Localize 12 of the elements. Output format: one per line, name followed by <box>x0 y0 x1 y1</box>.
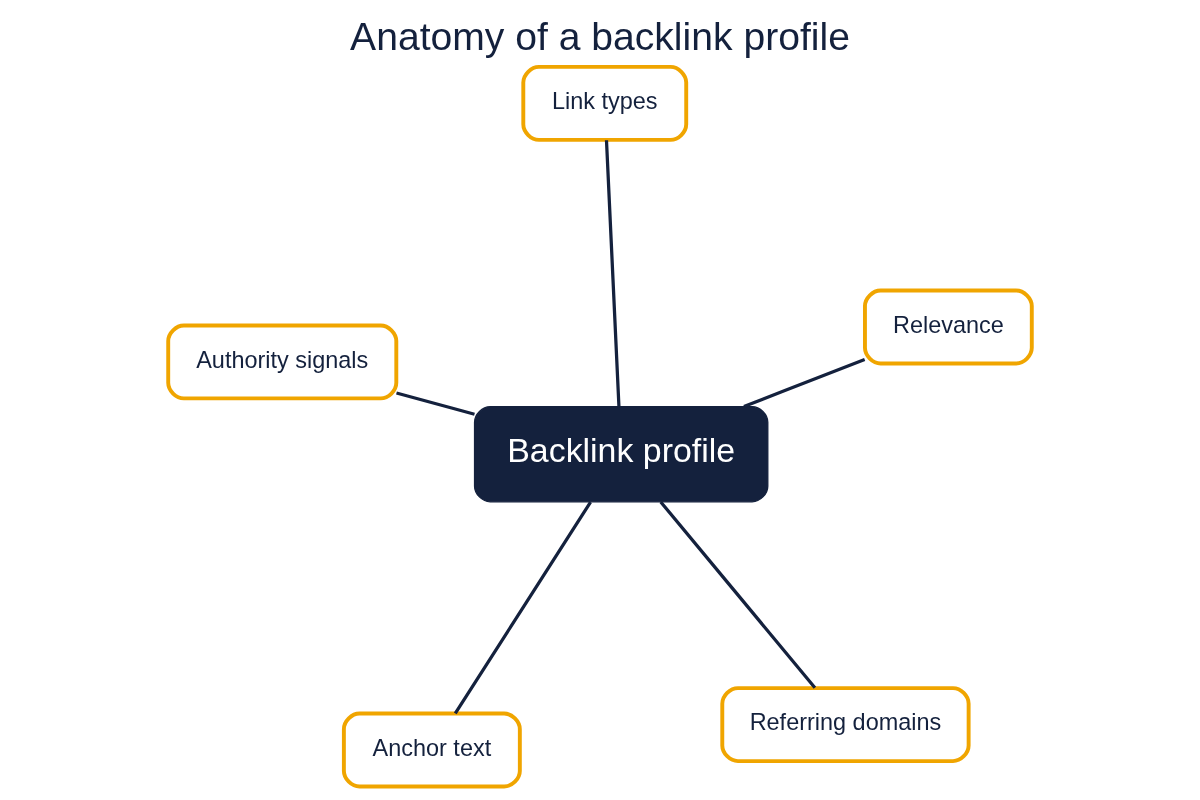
connector <box>396 391 475 416</box>
node-box: Link types <box>521 64 689 142</box>
connector <box>743 358 866 408</box>
diagram-title: Anatomy of a backlink profile <box>350 14 850 58</box>
connector <box>604 140 621 407</box>
connector <box>453 501 592 715</box>
node-box: Referring domains <box>720 686 971 764</box>
node-box: Anchor text <box>341 711 522 789</box>
connector <box>659 500 817 689</box>
node-box: Authority signals <box>166 323 399 401</box>
node-box: Relevance <box>863 288 1034 366</box>
node-box: Backlink profile <box>473 406 769 503</box>
